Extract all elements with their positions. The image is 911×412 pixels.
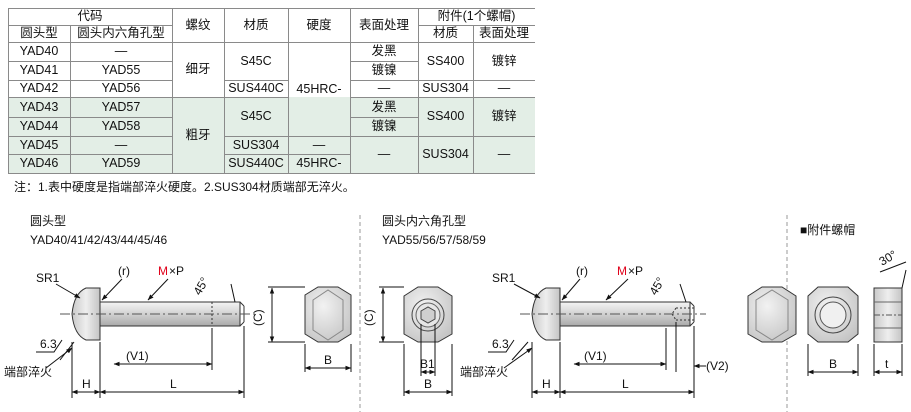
- surface-black: 发黑: [371, 44, 397, 59]
- code-round: YAD40: [19, 44, 59, 59]
- code-round: YAD41: [19, 63, 59, 78]
- code-hex: YAD57: [101, 99, 141, 114]
- acc-material-ss400: SS400: [426, 53, 465, 68]
- nut-front-view: [807, 286, 859, 343]
- dim-v1: (V1): [584, 349, 607, 363]
- spec-table: 代码 圆头型 圆头内六角孔型 螺纹 材质 硬度 表面处理 附件(1个螺帽) 材质…: [8, 0, 535, 174]
- dim-xp: ×P: [169, 264, 184, 278]
- code-hex: YAD55: [101, 63, 141, 78]
- dim-b: B: [424, 377, 432, 391]
- code-round: YAD46: [19, 156, 59, 171]
- code-round: YAD43: [19, 99, 59, 114]
- header-hex-socket: 圆头内六角孔型: [77, 26, 165, 41]
- dim-xp: ×P: [628, 264, 643, 278]
- header-material: 材质: [243, 17, 269, 32]
- hardness-value: 45HRC-: [296, 156, 342, 171]
- surface-none: —: [377, 147, 391, 162]
- drawing2-models: YAD55/56/57/58/59: [382, 233, 486, 247]
- drawing2-title: 圆头内六角孔型: [382, 214, 466, 228]
- code-round: YAD44: [19, 119, 59, 134]
- dim-r: (r): [118, 264, 130, 278]
- hardness-value: 45HRC-: [296, 81, 342, 96]
- roughness: 6.3: [492, 337, 509, 351]
- header-surface: 表面处理: [358, 17, 409, 32]
- code-round: YAD42: [19, 81, 59, 96]
- dim-h: H: [542, 377, 551, 391]
- quench-label: 端部淬火: [4, 364, 52, 379]
- dim-angle45: 45°: [190, 275, 211, 298]
- material-sus304: SUS304: [232, 137, 280, 152]
- acc-material-ss400: SS400: [426, 109, 465, 124]
- hex-end-view: [304, 286, 352, 343]
- hardness-none: —: [312, 137, 326, 152]
- quench-label: 端部淬火: [460, 364, 508, 379]
- material-sus440c: SUS440C: [228, 156, 284, 171]
- dim-sr: SR1: [36, 271, 60, 285]
- surface-nickel: 镀镍: [371, 63, 397, 78]
- acc-surface-zinc: 镀锌: [491, 53, 517, 68]
- material-s45c: S45C: [240, 53, 272, 68]
- acc-material-sus304: SUS304: [422, 81, 469, 96]
- dim-c: (C): [251, 309, 265, 326]
- thread-coarse: 粗牙: [185, 127, 211, 142]
- dim-l: L: [622, 377, 629, 391]
- surface-none: —: [377, 81, 391, 96]
- table-note: 注：1.表中硬度是指端部淬火硬度。2.SUS304材质端部无淬火。: [14, 180, 355, 194]
- drawing3-title: ■附件螺帽: [800, 222, 855, 237]
- drawing1-title: 圆头型: [30, 214, 66, 228]
- dim-m: M: [158, 264, 168, 278]
- dim-b: B: [829, 357, 837, 371]
- header-round-head: 圆头型: [20, 26, 58, 41]
- header-accessory: 附件(1个螺帽): [437, 9, 516, 24]
- code-hex: —: [114, 44, 128, 59]
- dim-t: t: [885, 357, 889, 371]
- pin-side-view: [60, 287, 255, 341]
- dim-m: M: [617, 264, 627, 278]
- dim-sr: SR1: [492, 271, 516, 285]
- code-hex: —: [114, 137, 128, 152]
- header-acc-material: 材质: [432, 26, 458, 41]
- header-hardness: 硬度: [306, 17, 332, 32]
- socket-hex-end-view: [747, 286, 797, 343]
- dim-angle45: 45°: [646, 275, 667, 298]
- surface-black: 发黑: [371, 99, 397, 114]
- table-grid: [8, 8, 535, 174]
- header-acc-surface: 表面处理: [478, 26, 529, 41]
- acc-surface-zinc: 镀锌: [491, 109, 517, 124]
- code-hex: YAD58: [101, 119, 141, 134]
- nut-side-view: [873, 287, 903, 343]
- socket-pin-side-view: [520, 287, 706, 341]
- thread-fine: 细牙: [185, 62, 211, 77]
- dim-v1: (V1): [126, 349, 149, 363]
- dim-c: (C): [362, 309, 376, 326]
- dim-b1: B1: [420, 357, 435, 371]
- header-thread: 螺纹: [185, 17, 211, 32]
- acc-surface-none: —: [497, 147, 511, 162]
- code-round: YAD45: [19, 137, 59, 152]
- acc-surface-none: —: [497, 81, 511, 96]
- material-sus440c: SUS440C: [228, 81, 284, 96]
- acc-material-sus304: SUS304: [422, 147, 469, 162]
- dim-h: H: [82, 377, 91, 391]
- material-s45c: S45C: [240, 109, 272, 124]
- surface-nickel: 镀镍: [371, 119, 397, 134]
- header-code: 代码: [77, 9, 103, 24]
- dim-l: L: [170, 377, 177, 391]
- dim-r: (r): [576, 264, 588, 278]
- code-hex: YAD56: [101, 81, 141, 96]
- code-hex: YAD59: [101, 156, 141, 171]
- dim-b: B: [324, 353, 332, 367]
- drawing1-models: YAD40/41/42/43/44/45/46: [30, 233, 168, 247]
- socket-end-view: [403, 286, 453, 343]
- dim-v2: (V2): [706, 359, 729, 373]
- roughness: 6.3: [40, 337, 57, 351]
